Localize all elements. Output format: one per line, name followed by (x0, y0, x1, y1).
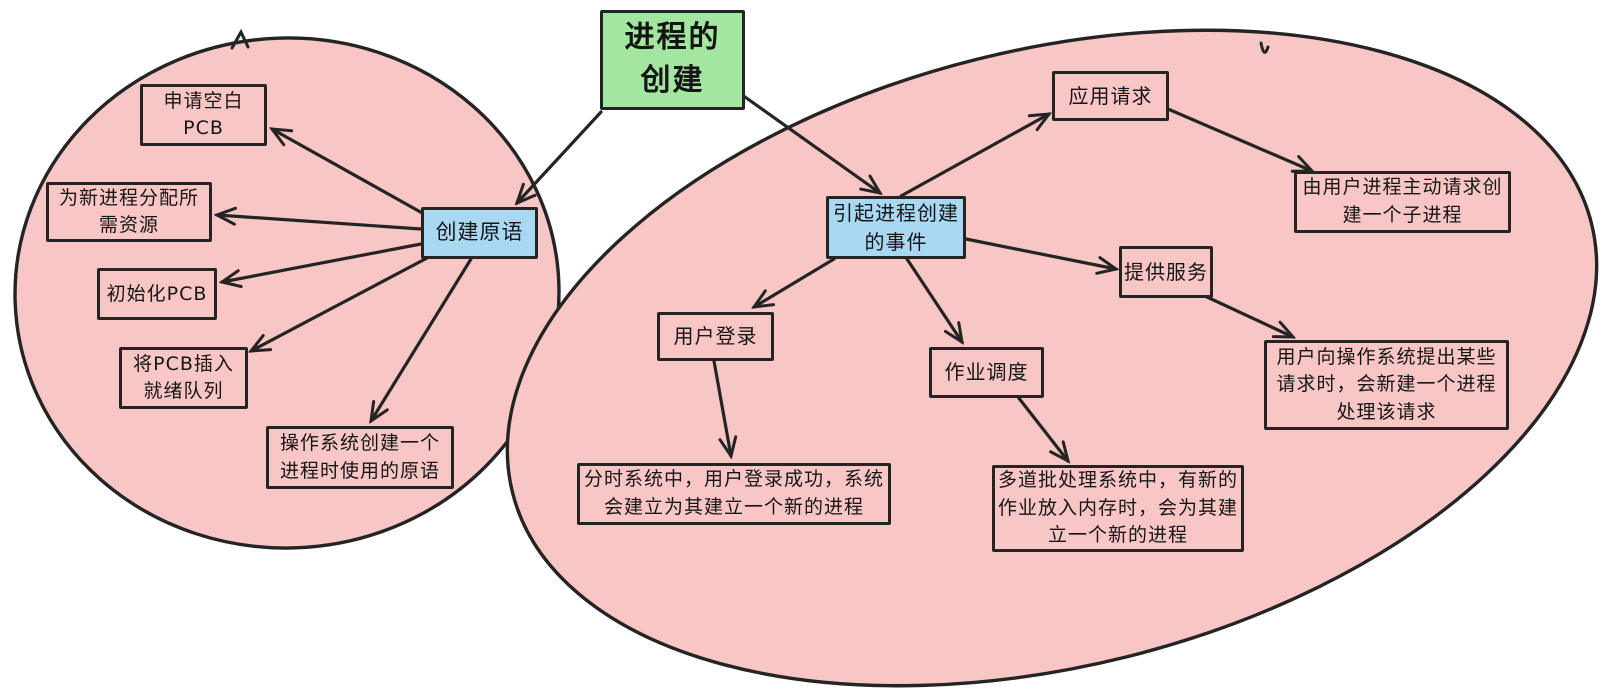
arrow-primitive-to-alloc-resources (217, 215, 423, 231)
node-user-login: 用户登录 (657, 312, 774, 361)
node-creation-events: 引起进程创建 的事件 (826, 196, 966, 259)
arrow-user-login-to-desc (712, 359, 731, 456)
arrow-events-to-job-scheduling (905, 257, 962, 342)
sketch-tick-left (230, 28, 250, 50)
arrow-title-to-events (736, 90, 880, 193)
node-apply-pcb: 申请空白 PCB (140, 84, 267, 146)
arrow-events-to-provide-service (964, 237, 1116, 269)
arrow-primitive-to-insert-pcb (251, 255, 431, 351)
arrow-job-scheduling-to-desc (1016, 395, 1068, 461)
node-user-login-desc: 分时系统中，用户登录成功，系统 会建立为其建立一个新的进程 (577, 463, 891, 525)
node-job-scheduling-desc: 多道批处理系统中，有新的 作业放入内存时，会为其建 立一个新的进程 (992, 465, 1244, 552)
arrow-primitive-to-desc (371, 257, 473, 421)
node-create-primitive: 创建原语 (421, 207, 538, 259)
node-app-request-desc: 由用户进程主动请求创 建一个子进程 (1294, 171, 1511, 233)
node-insert-pcb: 将PCB插入 就绪队列 (119, 347, 248, 409)
arrow-app-request-to-desc (1166, 107, 1312, 171)
left-group-ellipse (13, 36, 561, 550)
node-title: 进程的 创建 (600, 10, 745, 110)
node-app-request: 应用请求 (1052, 71, 1169, 121)
sketch-tick-right (1259, 41, 1270, 54)
node-init-pcb: 初始化PCB (97, 268, 217, 320)
arrow-primitive-to-apply-pcb (272, 129, 426, 216)
arrow-events-to-app-request (899, 114, 1049, 198)
node-primitive-desc: 操作系统创建一个 进程时使用的原语 (266, 426, 454, 489)
arrow-title-to-primitive (517, 110, 603, 203)
node-provide-service-desc: 用户向操作系统提出某些 请求时，会新建一个进程 处理该请求 (1264, 340, 1509, 430)
arrow-primitive-to-init-pcb (222, 242, 423, 282)
right-group-ellipse (505, 28, 1599, 688)
arrow-events-to-user-login (754, 257, 836, 307)
node-alloc-resources: 为新进程分配所 需资源 (46, 182, 212, 242)
arrow-provide-service-to-desc (1205, 295, 1293, 339)
node-provide-service: 提供服务 (1119, 246, 1213, 298)
node-job-scheduling: 作业调度 (929, 347, 1044, 398)
